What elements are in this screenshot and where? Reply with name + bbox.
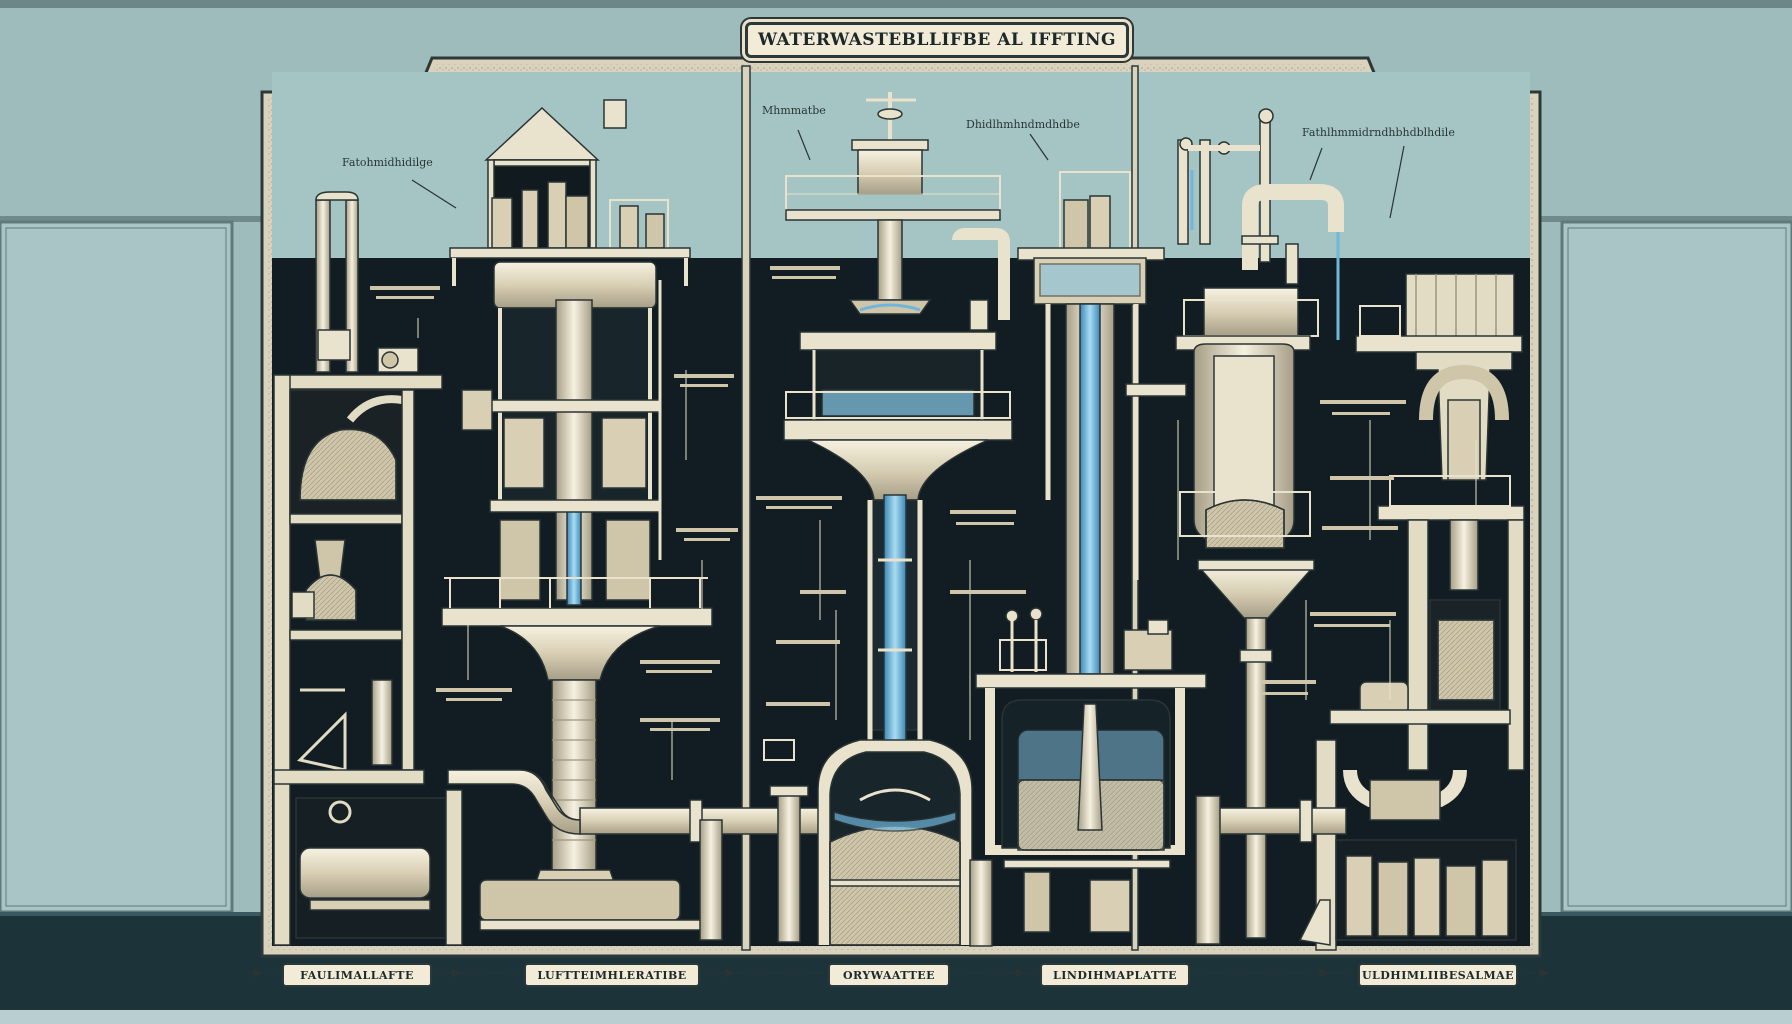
diagram-title: WATERWASTEBLLIFBE AL IFFTING <box>745 22 1129 58</box>
panel-1-machinery <box>273 99 831 946</box>
bottom-label-1: FAULIMALLAFTE <box>282 963 432 987</box>
interior-label-marks <box>370 266 1406 731</box>
leader-lines <box>411 129 1405 219</box>
bottom-label-3: ORYWAATTEE <box>828 963 950 987</box>
panel-2-column <box>969 171 1207 947</box>
callout-center-left: Mhmmatbe <box>762 104 826 117</box>
callout-center-right: Dhidlhmhndmdhdbe <box>966 118 1080 131</box>
callout-right: Fathlhmmidrndhbhdblhdile <box>1302 126 1455 139</box>
left-wall-panel <box>0 220 234 914</box>
interior-leaders <box>417 318 1477 780</box>
bottom-label-2: LUFTTEIMHLERATIBE <box>524 963 700 987</box>
right-wall-panel <box>1560 220 1792 914</box>
callout-left: Fatohmidhidilge <box>342 156 433 169</box>
panel-3-machinery <box>1175 108 1525 951</box>
bottom-label-5: ULDHIMLIIBESALMAE <box>1358 963 1518 987</box>
panel-2-machinery <box>763 92 1013 946</box>
bottom-label-4: LINDIHMAPLATTE <box>1040 963 1190 987</box>
panel-divider-1 <box>741 65 751 951</box>
